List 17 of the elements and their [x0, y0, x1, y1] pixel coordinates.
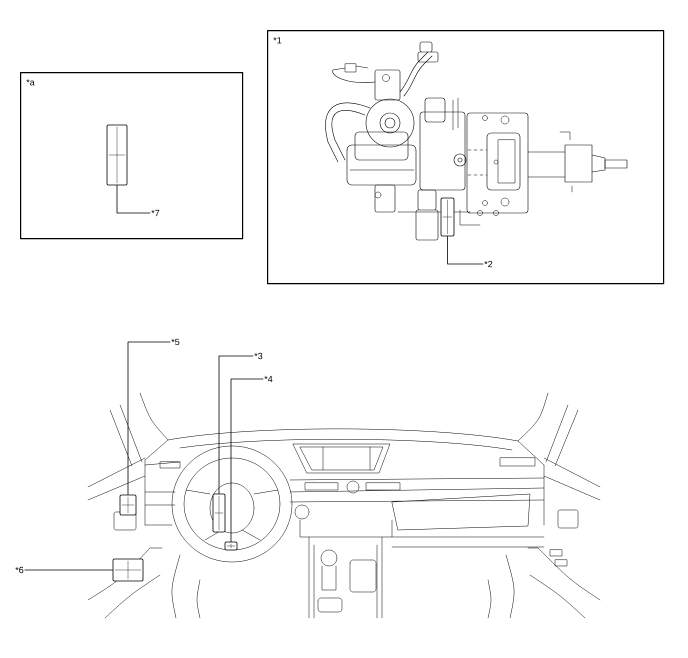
callout-number: *7	[151, 210, 160, 216]
switch-drawing	[212, 494, 226, 532]
leader-line	[128, 342, 170, 495]
leader-line	[230, 378, 264, 542]
callout-number: *4	[264, 376, 272, 382]
callout-number: *3	[254, 352, 262, 360]
callout-number: *2	[484, 260, 492, 268]
leader-line	[116, 185, 150, 214]
sensor-drawing	[440, 198, 454, 236]
switch-drawing	[112, 558, 144, 582]
switch-drawing	[224, 542, 238, 550]
switch-drawing	[120, 494, 136, 516]
callout-number: *5	[171, 338, 180, 346]
leader-line	[218, 356, 254, 494]
leader-line	[447, 236, 484, 264]
control-module-drawing	[106, 124, 128, 186]
callout-number: *6	[15, 566, 24, 574]
